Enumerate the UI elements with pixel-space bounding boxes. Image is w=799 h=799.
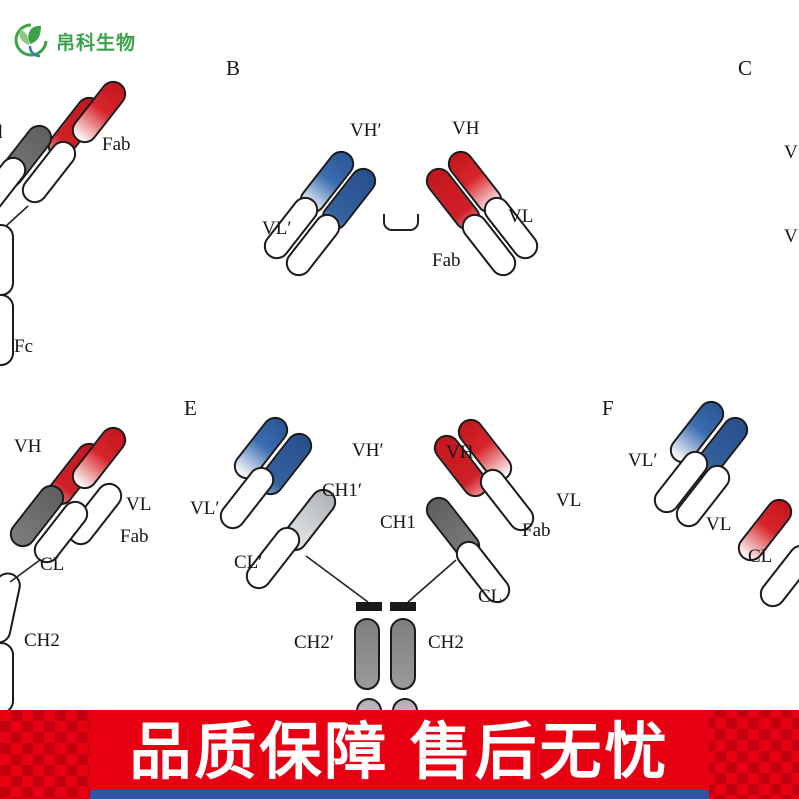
b-vl-label: VL bbox=[508, 206, 534, 227]
e-cl-label: CL bbox=[478, 586, 503, 607]
d-ch2-label: CH2 bbox=[24, 630, 60, 651]
panel-letter-e: E bbox=[184, 396, 197, 420]
a-fab-label: Fab bbox=[102, 134, 131, 155]
c-v-label-bottom: V bbox=[784, 226, 798, 247]
a-fc-ch2-pill bbox=[0, 224, 14, 296]
a-fd-label-fragment: d bbox=[0, 122, 3, 144]
panel-letter-f: F bbox=[602, 396, 614, 420]
a-fc-label: Fc bbox=[14, 336, 33, 357]
e-ch2-label: CH2 bbox=[428, 632, 464, 653]
f-vl-label: VL bbox=[706, 514, 732, 535]
banner-checker-pattern-left bbox=[0, 710, 90, 799]
e-ch1-prime-label: CH1′ bbox=[322, 480, 363, 501]
f-vl-prime-label: VL′ bbox=[628, 450, 658, 471]
b-fab-label: Fab bbox=[432, 250, 461, 271]
promo-banner: 品质保障 售后无忧 bbox=[0, 710, 799, 799]
banner-slogan: 品质保障 售后无忧 bbox=[129, 718, 670, 787]
f-cl-label: CL bbox=[748, 546, 773, 567]
d-vh-label: VH bbox=[14, 436, 42, 457]
e-vh-prime-label: VH′ bbox=[352, 440, 384, 461]
e-ch2-prime-pill bbox=[354, 618, 380, 690]
b-vh-prime-label: VH′ bbox=[350, 120, 382, 141]
brand-name: 帛科生物 bbox=[56, 32, 137, 54]
banner-checker-pattern-right bbox=[709, 710, 799, 799]
d-fab-label: Fab bbox=[120, 526, 149, 547]
d-cl-label: CL bbox=[40, 554, 65, 575]
e-ch2-pill bbox=[390, 618, 416, 690]
d-ch2-pill-upper bbox=[0, 570, 24, 646]
leaf-logo-icon bbox=[14, 23, 48, 58]
b-vh-label: VH bbox=[452, 118, 480, 139]
banner-blue-strip bbox=[90, 790, 709, 799]
e-vl-prime-label: VL′ bbox=[190, 498, 220, 519]
c-v-label-top: V bbox=[784, 142, 798, 163]
b-vl-prime-label: VL′ bbox=[262, 218, 292, 239]
e-cl-prime-label: CL′ bbox=[234, 552, 263, 573]
panel-letter-c: C bbox=[738, 56, 753, 80]
e-vl-label: VL bbox=[556, 490, 582, 511]
a-fc-ch3-pill bbox=[0, 294, 14, 366]
brand-logo: 帛科生物 bbox=[10, 20, 136, 62]
e-fab-label: Fab bbox=[522, 520, 551, 541]
e-vh-label: VH bbox=[446, 442, 474, 463]
e-ch1-label: CH1 bbox=[380, 512, 416, 533]
d-vl-label: VL bbox=[126, 494, 152, 515]
e-ch2-prime-label: CH2′ bbox=[294, 632, 335, 653]
panel-letter-b: B bbox=[226, 56, 241, 80]
d-ch2-pill-lower bbox=[0, 642, 14, 714]
